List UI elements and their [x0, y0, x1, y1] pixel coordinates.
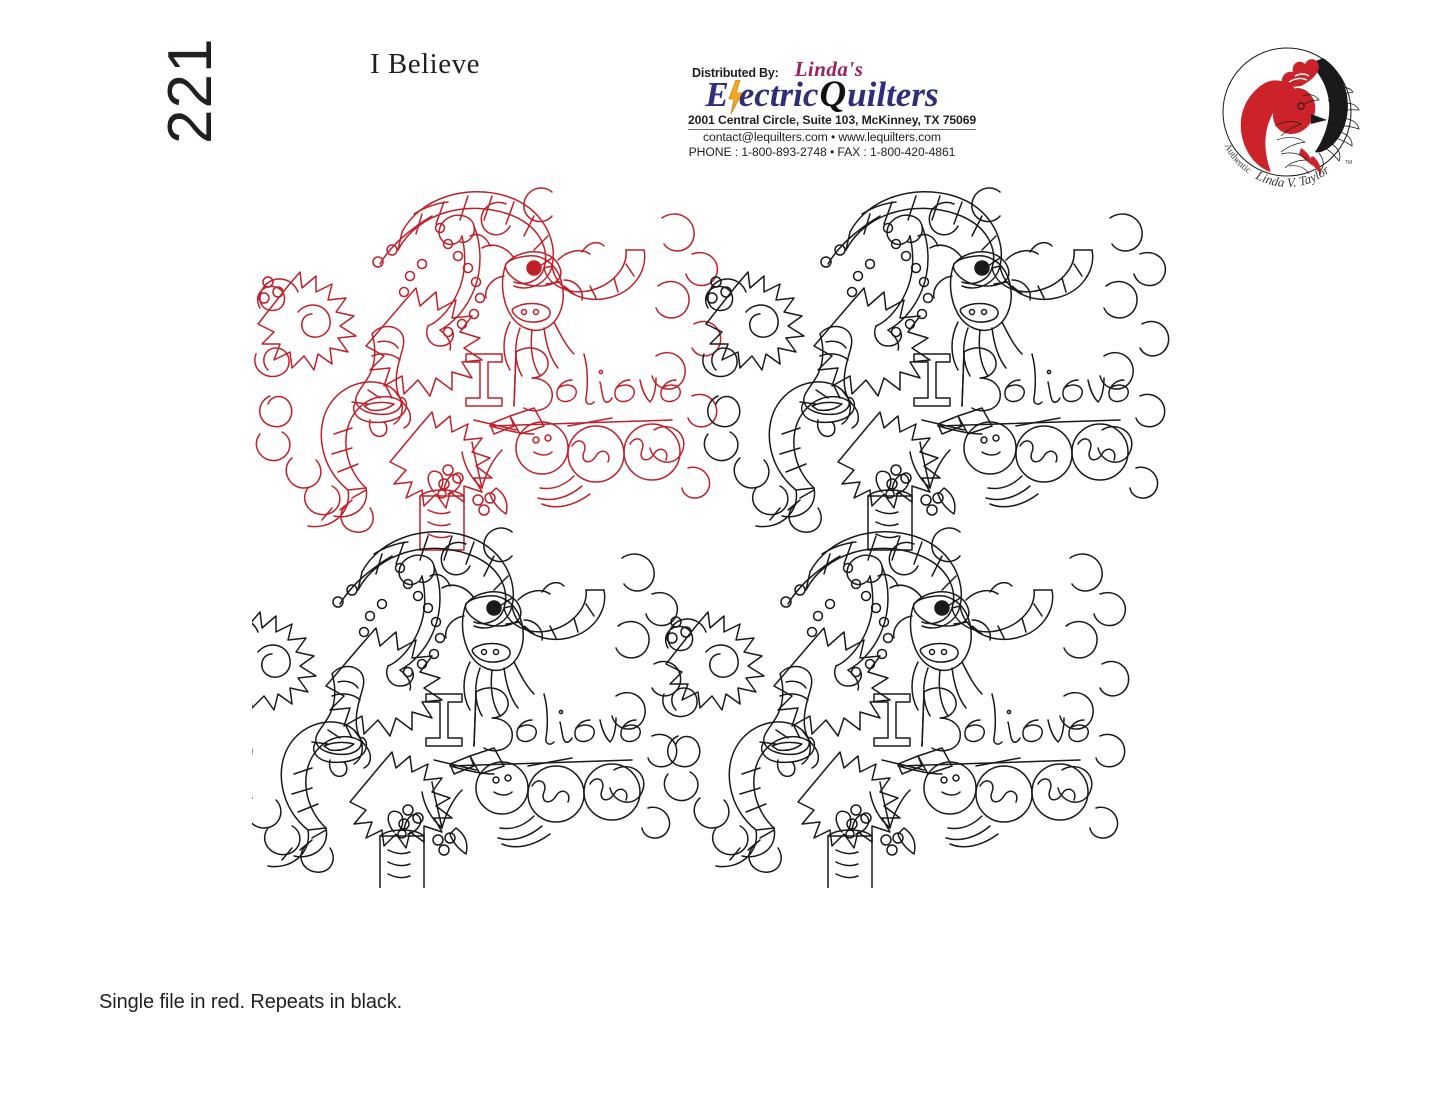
logo-curl-accents — [1288, 73, 1310, 83]
brand-letters-ectric: ectric — [738, 75, 819, 114]
footer-note: Single file in red. Repeats in black. — [99, 991, 403, 1013]
rooster-eye — [1297, 102, 1305, 110]
logo-circle — [1222, 47, 1352, 177]
page-number: 221 — [156, 37, 225, 144]
rooster-logo: Authentic Linda V. Taylor TM — [1205, 30, 1370, 195]
rooster-body-red — [1240, 80, 1297, 172]
pattern-tile-single-file-red — [254, 187, 722, 551]
phone-fax-line: PHONE : 1-800-893-2748 • FAX : 1-800-420… — [688, 145, 956, 159]
distributed-by-row: Distributed By: Linda's — [692, 57, 956, 81]
distributed-by-label: Distributed By: — [692, 66, 779, 80]
logo-scroll-lines — [1274, 94, 1320, 175]
reindeer-nose — [487, 601, 501, 615]
reindeer-red-nose — [527, 261, 541, 275]
page-title: I Believe — [370, 48, 480, 80]
contact-line: contact@lequilters.com • www.lequilters.… — [703, 129, 941, 144]
quilting-pattern-canvas — [214, 158, 1182, 891]
reindeer-nose — [975, 261, 989, 275]
pattern-tile-repeat-1 — [702, 187, 1170, 551]
address-line: 2001 Central Circle, Suite 103, McKinney… — [688, 113, 976, 130]
brand-letter-q-decorative: Q — [819, 74, 847, 115]
rooster-beak — [1311, 114, 1327, 124]
brand-letters-uilters: uilters — [847, 75, 939, 114]
rooster-tail-flicks-red — [1299, 148, 1322, 175]
reindeer-nose — [935, 601, 949, 615]
pattern-tile-repeat-3 — [662, 527, 1130, 891]
address-row: 2001 Central Circle, Suite 103, McKinney… — [688, 113, 976, 130]
logo-trademark: TM — [1345, 160, 1352, 166]
logo-black-swoosh — [1309, 58, 1348, 153]
pattern-tile-repeat-2 — [214, 527, 682, 891]
brand-letter-e: E — [705, 75, 729, 114]
lindas-script-wordmark: Linda's — [794, 57, 864, 81]
